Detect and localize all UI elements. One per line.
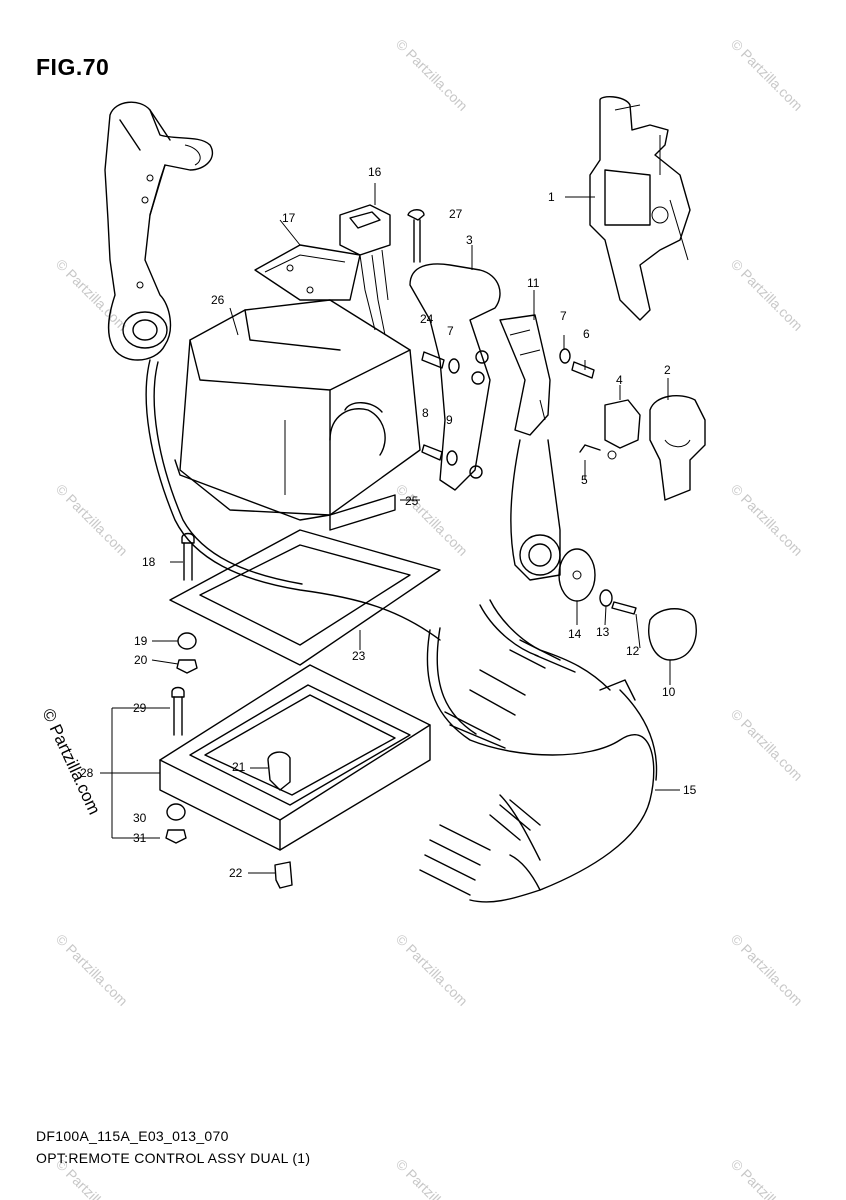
lever-arm-right (510, 439, 561, 581)
bolts-6-7 (559, 348, 595, 379)
bolt-5 (579, 444, 601, 453)
callout-20: 20 (134, 653, 148, 667)
watermark: © Partzilla.com (53, 256, 131, 334)
switch-cover-2 (649, 394, 706, 501)
callout-5: 5 (581, 473, 588, 487)
leader-lines (100, 183, 680, 874)
callout-13: 13 (596, 625, 610, 639)
diagram-code: DF100A_115A_E03_013_070 (36, 1128, 229, 1144)
callout-8: 8 (422, 406, 429, 420)
bolts-24-7-8-9 (421, 351, 460, 466)
callout-22: 22 (229, 866, 243, 880)
callout-7b: 7 (560, 309, 567, 323)
watermark: © Partzilla.com (728, 1156, 806, 1200)
lever-bracket-3 (409, 263, 501, 491)
watermark: © Partzilla.com (728, 481, 806, 559)
callout-16: 16 (368, 165, 382, 179)
callout-9: 9 (446, 413, 453, 427)
callout-26: 26 (211, 293, 225, 307)
watermark: © Partzilla.com (728, 931, 806, 1009)
clip-22 (274, 861, 293, 889)
watermark: © Partzilla.com (53, 931, 131, 1009)
callout-15: 15 (683, 783, 697, 797)
watermark-vertical: © Partzilla.com (38, 706, 104, 818)
control-lever-right (589, 96, 691, 321)
callout-24: 24 (420, 312, 434, 326)
callout-27: 27 (449, 207, 463, 221)
callout-7a: 7 (447, 324, 454, 338)
control-lever-left (104, 101, 214, 361)
bracket-11 (499, 314, 551, 436)
callout-17: 17 (282, 211, 296, 225)
switch-4 (604, 399, 641, 460)
bolt-29 (171, 686, 185, 736)
callout-31: 31 (133, 831, 147, 845)
watermark: © Partzilla.com (53, 481, 131, 559)
washer-30 (166, 803, 186, 821)
diagram-name: OPT:REMOTE CONTROL ASSY DUAL (1) (36, 1150, 311, 1166)
callout-23: 23 (352, 649, 366, 663)
nut-31 (165, 829, 187, 844)
bolt-18 (181, 532, 195, 581)
watermark: © Partzilla.com (393, 36, 471, 114)
callout-11: 11 (527, 276, 540, 290)
callout-18: 18 (142, 555, 156, 569)
callout-21: 21 (232, 760, 246, 774)
cable-left-inner (153, 361, 303, 585)
callout-12: 12 (626, 644, 640, 658)
cap-10 (648, 608, 697, 661)
screw-12 (611, 601, 637, 615)
callout-14: 14 (568, 627, 582, 641)
callout-25: 25 (405, 494, 419, 508)
switch-bracket (254, 204, 391, 336)
watermark: © Partzilla.com (393, 1156, 471, 1200)
watermark: © Partzilla.com (728, 256, 806, 334)
callout-6: 6 (583, 327, 590, 341)
callout-3: 3 (466, 233, 473, 247)
watermark: © Partzilla.com (393, 481, 471, 559)
screw-27 (407, 209, 425, 263)
plate-14 (558, 548, 596, 602)
figure-title: FIG.70 (36, 54, 110, 80)
cable-left (145, 359, 441, 641)
housing-cover (174, 299, 421, 521)
watermarks: © Partzilla.com © Partzilla.com © Partzi… (38, 36, 806, 1200)
plate-25 (329, 494, 396, 531)
watermark: © Partzilla.com (393, 931, 471, 1009)
callout-10: 10 (662, 685, 676, 699)
callout-4: 4 (616, 373, 623, 387)
watermark: © Partzilla.com (728, 36, 806, 114)
watermark: © Partzilla.com (728, 706, 806, 784)
washer-19 (177, 632, 197, 650)
callout-30: 30 (133, 811, 147, 825)
wiring-harness-15 (419, 599, 658, 903)
callout-2: 2 (664, 363, 671, 377)
washer-13 (599, 589, 613, 607)
callout-1: 1 (548, 190, 555, 204)
callout-29: 29 (133, 701, 147, 715)
callout-28: 28 (80, 766, 94, 780)
callout-19: 19 (134, 634, 148, 648)
gasket-23 (169, 529, 441, 666)
nut-20 (176, 659, 198, 674)
base-housing-28 (159, 664, 431, 851)
callout-labels: 1 2 3 4 5 6 7 7 8 9 10 11 12 13 14 15 16… (80, 165, 697, 880)
